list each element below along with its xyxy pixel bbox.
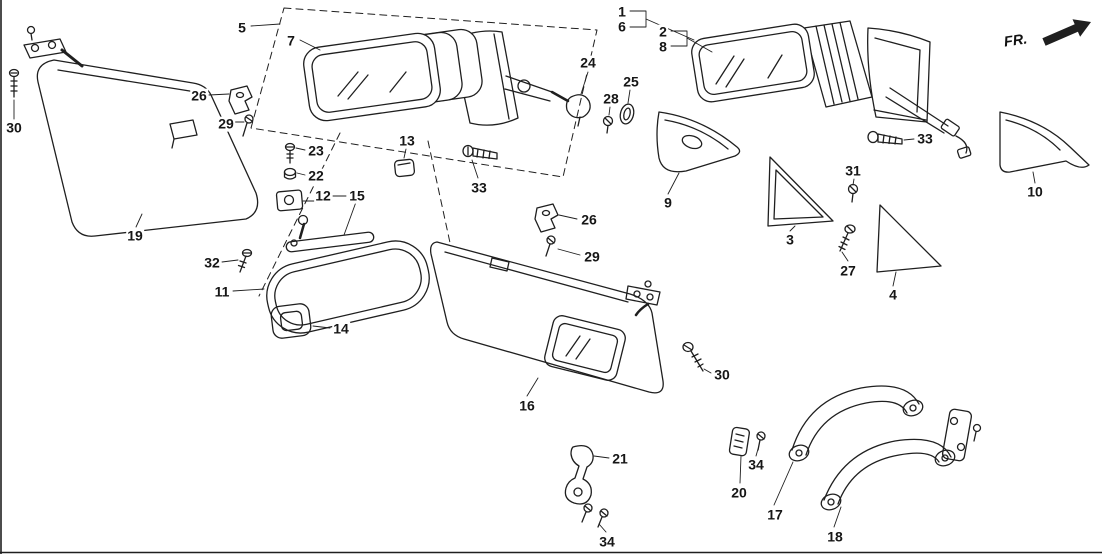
screws-34-center: [581, 503, 609, 528]
mount-cover-14: [270, 303, 312, 339]
screw-23: [284, 142, 296, 164]
callout-label-12: 12: [314, 187, 332, 204]
screw-30-right: [682, 341, 704, 372]
fr-direction-arrow: [1042, 19, 1091, 46]
grab-handle-17: [788, 385, 924, 462]
screw-28: [602, 115, 614, 134]
corner-trim-9: [656, 111, 741, 173]
callout-label-11: 11: [213, 283, 231, 300]
callout-label-17: 17: [766, 506, 784, 523]
callout-label-27: 27: [839, 262, 857, 279]
corner-trim-10: [999, 111, 1090, 173]
mirror-pivot-rod-right: [885, 87, 972, 159]
clip-26-left: [228, 85, 253, 115]
callout-label-25: 25: [622, 73, 640, 90]
grab-handle-18: [820, 438, 956, 511]
nut-22: [283, 167, 297, 180]
direction-label: FR.: [1003, 31, 1029, 51]
callout-label-5: 5: [237, 19, 247, 36]
callout-label-6: 6: [617, 18, 627, 35]
callout-label-13: 13: [398, 132, 416, 149]
visor-pivot-bracket-center: [625, 280, 661, 317]
callout-label-2: 2: [658, 23, 668, 40]
mirror-sail-bracket-right: [867, 27, 931, 123]
screw-27: [838, 224, 856, 252]
screw-33-right: [867, 130, 903, 145]
callout-label-34: 34: [747, 456, 765, 473]
callout-label-24: 24: [579, 54, 597, 71]
corner-trim-4: [876, 204, 942, 273]
screw-34-right: [756, 431, 766, 451]
callout-label-15: 15: [348, 187, 366, 204]
corner-trim-3: [767, 156, 834, 227]
rearview-mirror-11: [266, 214, 430, 334]
callout-label-33: 33: [916, 130, 934, 147]
callout-label-32: 32: [203, 254, 221, 271]
clip-26-center: [534, 203, 559, 233]
screw-29-left: [242, 114, 254, 137]
callout-label-10: 10: [1026, 183, 1044, 200]
mirror-glass-stack: [303, 28, 483, 122]
sun-visor-center: [429, 241, 664, 394]
callout-label-22: 22: [307, 167, 325, 184]
screw-30-left: [8, 68, 20, 98]
cap-25: [619, 103, 635, 125]
callout-label-18: 18: [826, 528, 844, 545]
screw-29-center: [545, 235, 556, 257]
callout-label-34: 34: [598, 533, 616, 550]
callout-label-9: 9: [663, 194, 673, 211]
callout-label-26: 26: [190, 87, 208, 104]
handle-mount-bracket-18: [941, 408, 982, 462]
mirror-mount-base-12: [275, 189, 304, 212]
callout-label-16: 16: [518, 397, 536, 414]
callout-label-20: 20: [730, 484, 748, 501]
visor-pivot-bracket-left: [23, 25, 84, 68]
mirror-stay-15: [285, 231, 375, 253]
sun-visor-left: [36, 59, 259, 237]
callout-label-21: 21: [611, 450, 629, 467]
callout-label-23: 23: [307, 142, 325, 159]
mirror-adjuster-knob-24: [565, 94, 591, 127]
hook-bracket-21: [564, 444, 594, 505]
clip-20: [728, 426, 750, 457]
callout-label-33: 33: [470, 179, 488, 196]
callout-label-30: 30: [5, 119, 23, 136]
callout-label-4: 4: [888, 286, 898, 303]
leader-lines: [13, 10, 1036, 533]
callout-label-7: 7: [286, 32, 296, 49]
door-mirror-right: [691, 20, 972, 159]
mirror-housing-right: [803, 20, 873, 108]
screw-31: [847, 183, 859, 203]
mirror-glass-right: [691, 23, 815, 103]
callout-label-29: 29: [217, 115, 235, 132]
callout-label-28: 28: [602, 90, 620, 107]
callout-label-26: 26: [580, 211, 598, 228]
callout-label-31: 31: [844, 162, 862, 179]
screw-32: [237, 248, 253, 273]
screw-33-left: [462, 144, 498, 160]
callout-label-19: 19: [126, 227, 144, 244]
callout-label-1: 1: [617, 3, 627, 20]
detail-view-outline: [250, 7, 598, 297]
grommet-13: [393, 158, 416, 178]
callout-label-8: 8: [658, 38, 668, 55]
callout-label-29: 29: [583, 248, 601, 265]
callout-label-30: 30: [713, 366, 731, 383]
callout-label-14: 14: [332, 320, 350, 337]
callout-label-3: 3: [785, 231, 795, 248]
